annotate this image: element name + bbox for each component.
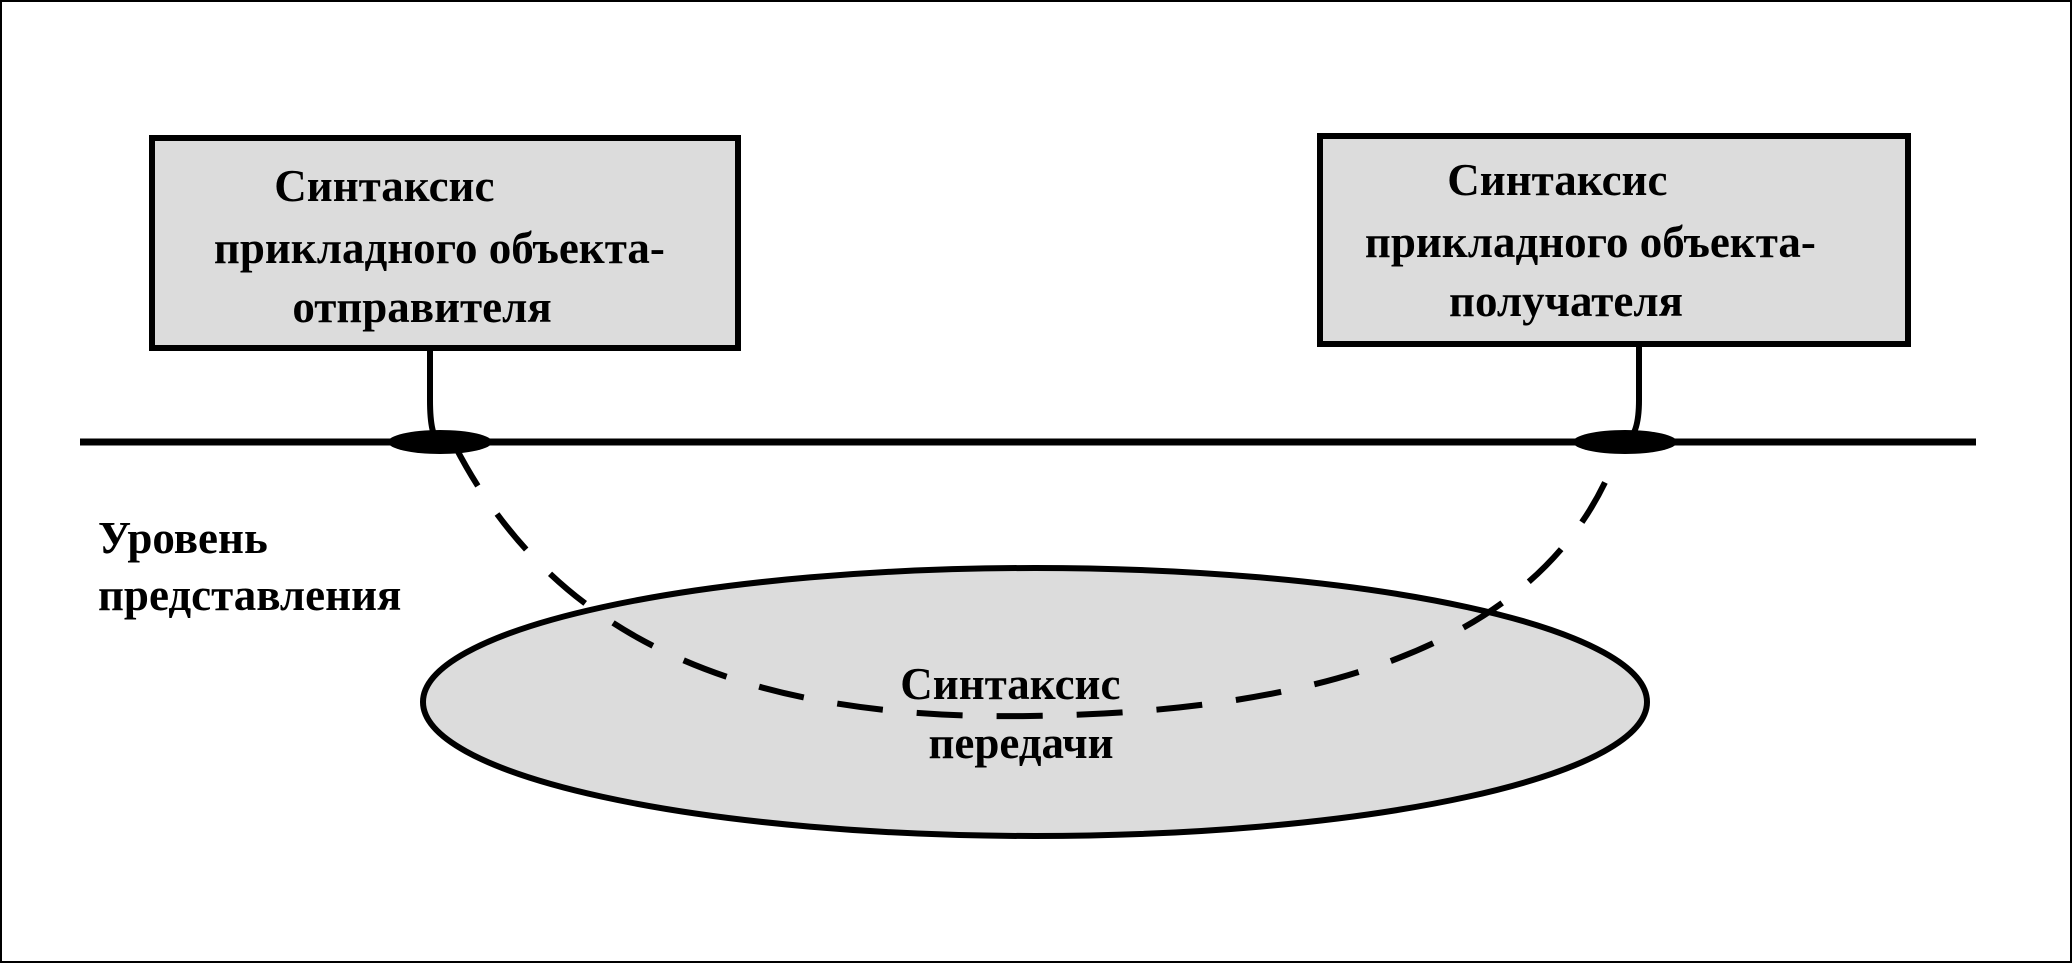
layer-label-line-2: представления — [98, 570, 401, 620]
layer-label-line-1: Уровень — [98, 513, 268, 563]
sender-junction-marker — [388, 430, 492, 454]
receiver-box-label: Синтаксис прикладного объекта- получател… — [1365, 155, 1827, 326]
receiver-line-2: прикладного объекта- — [1365, 217, 1816, 267]
transfer-line-1: Синтаксис — [900, 659, 1120, 709]
sender-line-2: прикладного объекта- — [214, 223, 665, 273]
receiver-line-1: Синтаксис — [1447, 155, 1667, 205]
presentation-layer-label: Уровень представления — [98, 513, 401, 620]
transfer-syntax-ellipse — [420, 565, 1650, 839]
receiver-syntax-box — [1317, 133, 1911, 347]
transfer-line-2: передачи — [928, 718, 1113, 768]
sender-box-label: Синтаксис прикладного объекта- отправите… — [214, 161, 676, 332]
sender-syntax-box — [149, 135, 741, 351]
transfer-syntax-label: Синтаксис передачи — [900, 659, 1131, 768]
sender-line-3: отправителя — [292, 282, 551, 332]
receiver-junction-marker — [1573, 430, 1677, 454]
dashed-negotiation-arc — [452, 444, 1623, 720]
sender-line-1: Синтаксис — [274, 161, 494, 211]
receiver-line-3: получателя — [1449, 276, 1683, 326]
